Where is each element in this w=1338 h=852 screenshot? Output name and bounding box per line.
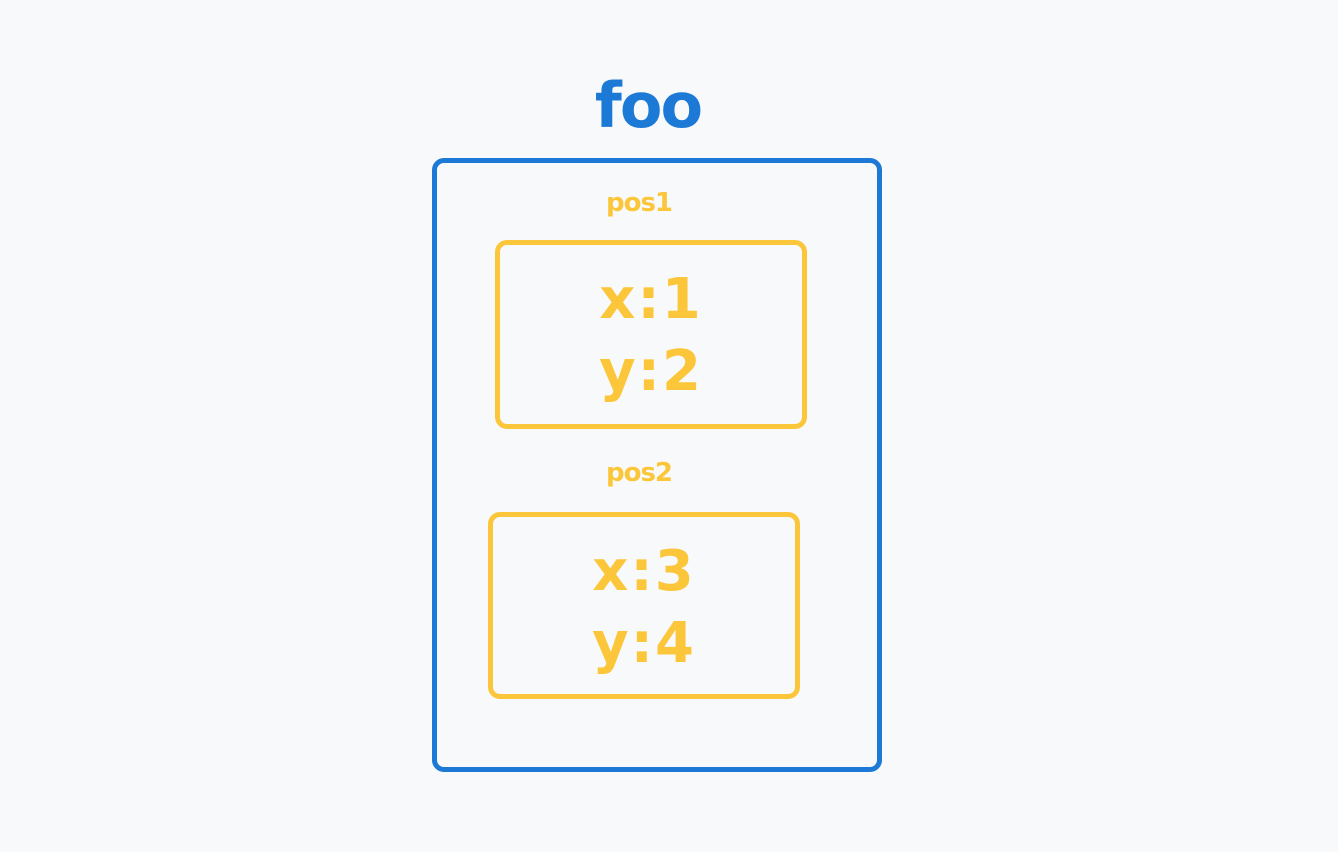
pos2-x-field: x:3 (592, 539, 696, 604)
diagram-title: foo (594, 69, 703, 142)
pos1-y-field: y:2 (599, 339, 703, 404)
pos2-box: x:3 y:4 (488, 512, 800, 699)
pos2-y-field: y:4 (592, 611, 696, 676)
foo-container-box (432, 158, 882, 772)
pos2-label: pos2 (605, 458, 673, 488)
pos1-x-field: x:1 (599, 267, 703, 332)
pos1-box: x:1 y:2 (495, 240, 807, 429)
pos1-label: pos1 (605, 188, 673, 218)
